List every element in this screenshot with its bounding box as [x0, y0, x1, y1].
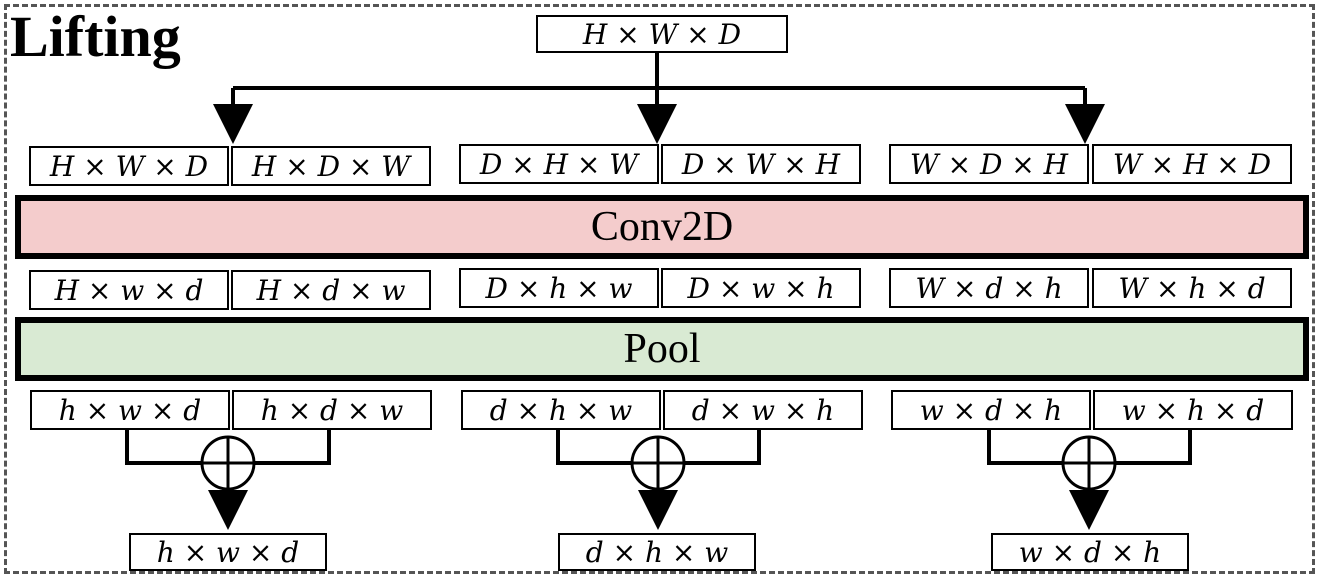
perm-box: D × W × H [661, 144, 861, 184]
merge-right [987, 428, 1192, 530]
conv-output-box: D × h × w [459, 268, 659, 308]
dashed-border [4, 4, 1315, 574]
pool-output-box: d × h × w [461, 390, 661, 430]
conv2d-band: Conv2D [15, 195, 1309, 259]
perm-box: H × W × D [29, 146, 229, 186]
merge-mid [556, 428, 761, 530]
output-box: d × h × w [558, 533, 756, 571]
input-box: H × W × D [536, 15, 788, 53]
output-box: w × d × h [991, 533, 1189, 571]
output-box: h × w × d [129, 533, 327, 571]
conv-output-box: W × d × h [889, 268, 1089, 308]
conv-output-box: H × w × d [29, 270, 229, 310]
pool-output-box: w × d × h [891, 390, 1091, 430]
perm-box: W × D × H [889, 144, 1089, 184]
conv-output-box: W × h × d [1092, 268, 1292, 308]
conv-output-box: H × d × w [231, 270, 431, 310]
pool-output-box: w × h × d [1093, 390, 1293, 430]
pool-output-box: h × w × d [30, 390, 230, 430]
pool-output-box: h × d × w [232, 390, 432, 430]
pool-output-box: d × w × h [663, 390, 863, 430]
pool-band: Pool [15, 317, 1309, 381]
conv-output-box: D × w × h [661, 268, 861, 308]
perm-box: D × H × W [459, 144, 659, 184]
perm-box: W × H × D [1092, 144, 1292, 184]
perm-box: H × D × W [231, 146, 431, 186]
diagram-title: Lifting [10, 4, 181, 69]
merge-left [125, 428, 331, 530]
